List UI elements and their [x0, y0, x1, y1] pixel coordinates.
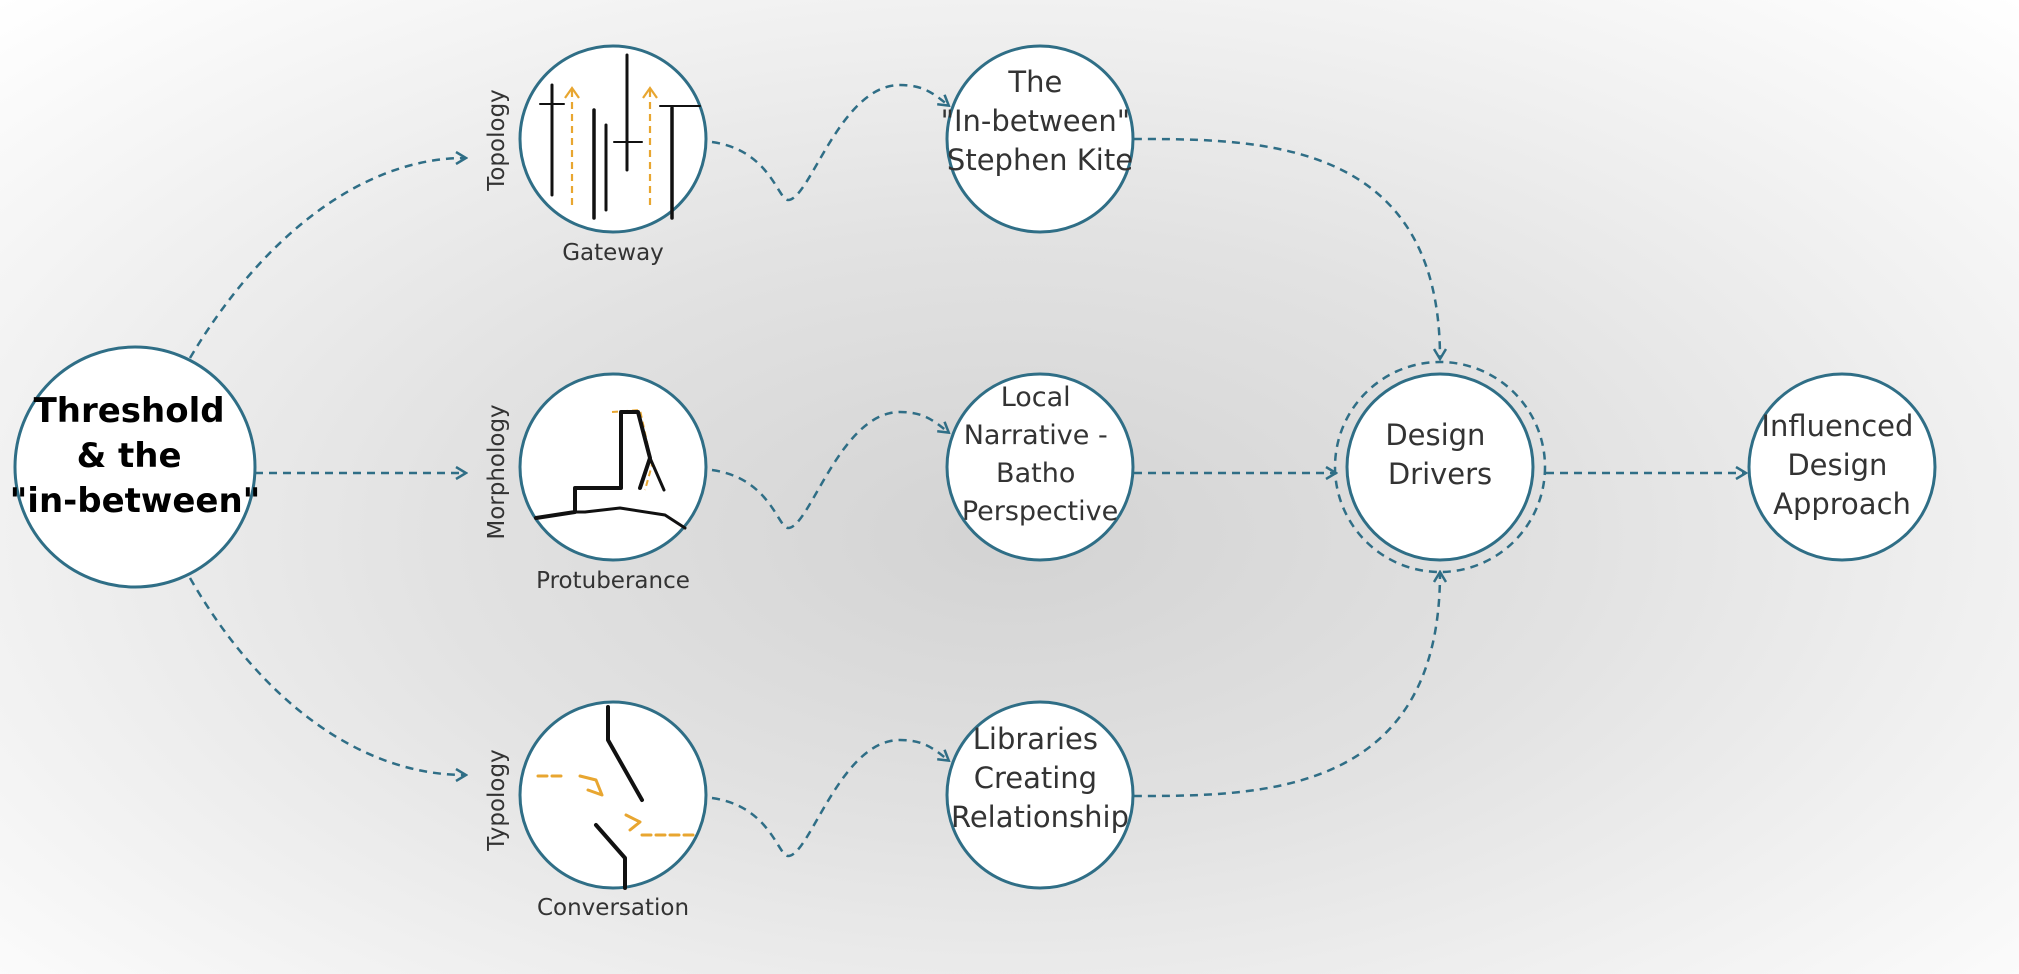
concept-narrative-line-4: Perspective — [962, 496, 1118, 527]
concept-libraries-line-3: Relationship — [951, 800, 1129, 834]
main-node: Threshold & the "in-between" — [10, 345, 261, 589]
svg-text:Design Drivers: Design Drivers — [1385, 418, 1494, 491]
category-label-typology: Typology — [484, 749, 510, 851]
category-label-morphology: Morphology — [484, 404, 510, 539]
concept-libraries-line-2: Creating — [974, 761, 1097, 795]
outcome-node: Influenced Design Approach — [1747, 372, 1937, 562]
connector-kite-to-drivers — [1133, 137, 1440, 358]
concept-libraries-line-1: Libraries — [973, 722, 1098, 756]
gateway-icon — [539, 53, 701, 220]
conversation-icon — [536, 705, 696, 890]
main-node-line-1: Threshold — [34, 391, 225, 431]
concept-narrative-line-1: Local — [1001, 382, 1071, 413]
connector-conversation-to-libraries — [711, 738, 948, 858]
category-label-topology: Topology — [484, 89, 510, 192]
concept-node-libraries: Libraries Creating Relationship — [945, 700, 1135, 890]
connector-main-to-typology — [188, 577, 465, 775]
concept-node-kite: The "In-between" Stephen Kite — [941, 44, 1140, 234]
svg-text:Threshold & the "i: Threshold & the "in-between" — [10, 391, 261, 521]
concept-kite-line-2: "In-between" — [941, 104, 1130, 138]
concept-node-narrative: Local Narrative - Batho Perspective — [945, 372, 1135, 562]
svg-text:Influenced Design: Influenced Design Approach — [1761, 409, 1922, 521]
outcome-line-3: Approach — [1773, 487, 1911, 521]
svg-text:Local Narrative -: Local Narrative - Batho Perspective — [962, 382, 1118, 527]
protuberance-icon — [534, 408, 687, 530]
main-node-line-3: "in-between" — [10, 481, 261, 521]
concept-narrative-line-3: Batho — [996, 458, 1075, 489]
branch-topology: Topology Gateway — [484, 44, 708, 266]
svg-text:Libraries Creating: Libraries Creating Relationship — [951, 722, 1129, 834]
design-drivers-node: Design Drivers — [1333, 360, 1547, 574]
drivers-line-1: Design — [1385, 418, 1485, 452]
branch-typology: Typology Conversation — [484, 700, 708, 921]
caption-conversation: Conversation — [537, 895, 689, 921]
concept-kite-line-1: The — [1007, 65, 1062, 99]
outcome-line-2: Design — [1787, 448, 1887, 482]
caption-protuberance: Protuberance — [536, 568, 690, 594]
drivers-line-2: Drivers — [1388, 457, 1492, 491]
main-node-line-2: & the — [77, 436, 182, 476]
branch-morphology: Morphology Protuberance — [484, 372, 708, 594]
outcome-line-1: Influenced — [1761, 409, 1913, 443]
connector-libraries-to-drivers — [1133, 573, 1440, 798]
connector-main-to-topology — [188, 158, 465, 359]
concept-narrative-line-2: Narrative - — [964, 420, 1108, 451]
connector-gateway-to-kite — [711, 83, 948, 202]
connector-protuberance-to-narrative — [711, 410, 948, 530]
caption-gateway: Gateway — [562, 240, 664, 266]
concept-kite-line-3: Stephen Kite — [947, 143, 1133, 177]
svg-text:The "In-between" S: The "In-between" Stephen Kite — [941, 65, 1140, 177]
